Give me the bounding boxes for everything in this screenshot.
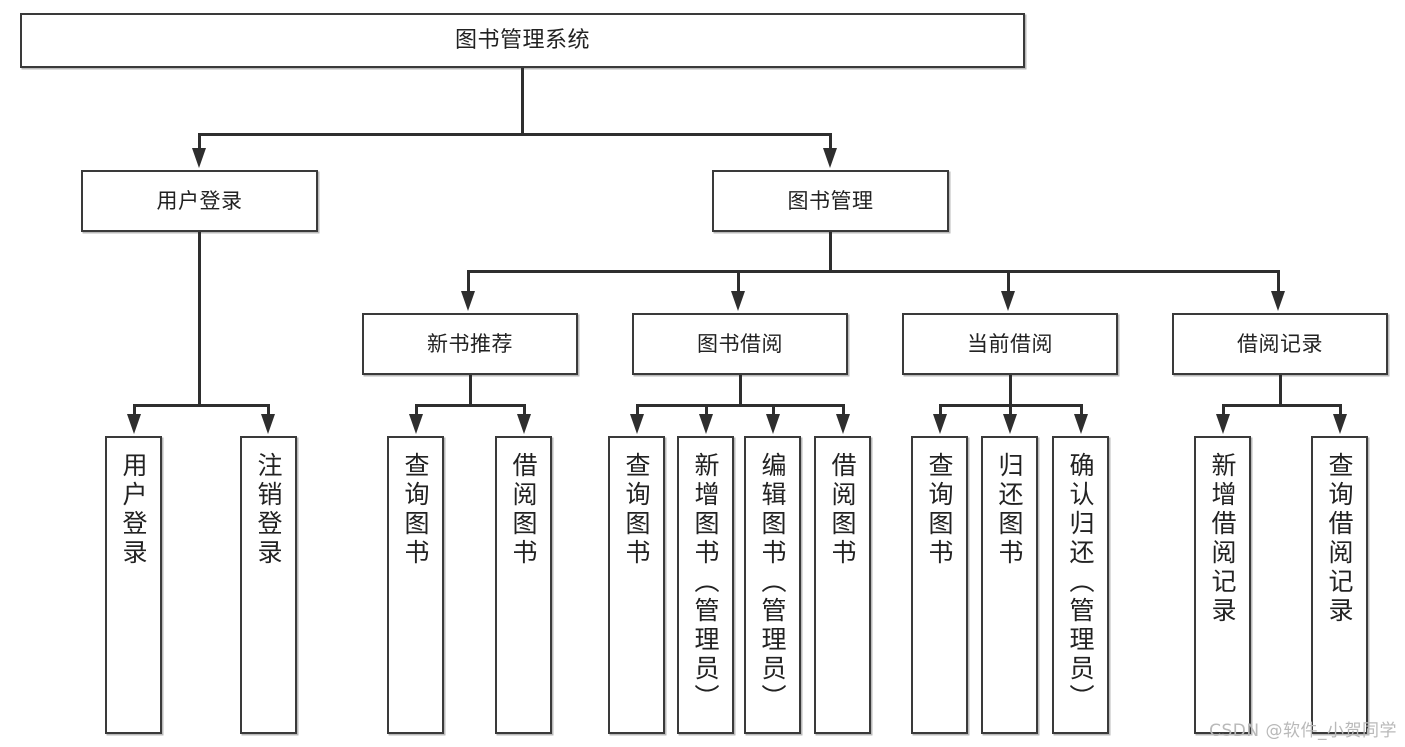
connector-bookmgmt-bus xyxy=(467,270,1280,273)
arrowhead-current-borrow xyxy=(1001,291,1015,311)
arrowhead-leaf-logout xyxy=(261,414,275,434)
node-label: 借阅图书 xyxy=(828,452,857,568)
connector-bookborrow-drop-4 xyxy=(842,404,845,416)
arrowhead-leaf-borrow-book-1 xyxy=(517,414,531,434)
node-book-borrow[interactable]: 图书借阅 xyxy=(632,313,848,375)
arrowhead-leaf-query-book-2 xyxy=(630,414,644,434)
connector-borrowrecord-drop-1 xyxy=(1222,404,1225,416)
arrowhead-leaf-borrow-book-2 xyxy=(836,414,850,434)
leaf-borrow-book[interactable]: 借阅图书 xyxy=(814,436,871,734)
node-label: 图书借阅 xyxy=(697,331,783,356)
leaf-add-borrow-record[interactable]: 新增借阅记录 xyxy=(1194,436,1251,734)
connector-root-drop-left xyxy=(198,133,201,150)
connector-bookborrow-drop-3 xyxy=(772,404,775,416)
node-user-login[interactable]: 用户登录 xyxy=(81,170,318,232)
watermark-text: CSDN @软件_小贺同学 xyxy=(1209,721,1397,741)
connector-userlogin-drop-2 xyxy=(267,404,270,416)
connector-bookmgmt-drop-2 xyxy=(737,270,740,292)
node-label: 查询借阅记录 xyxy=(1325,452,1354,626)
connector-borrowrecord-stem xyxy=(1279,375,1282,406)
leaf-add-book-admin[interactable]: 新增图书（管理员） xyxy=(677,436,734,734)
leaf-borrow-book-recommend[interactable]: 借阅图书 xyxy=(495,436,552,734)
arrowhead-new-book xyxy=(461,291,475,311)
node-label: 注销登录 xyxy=(254,452,283,568)
node-label: 查询图书 xyxy=(401,452,430,568)
arrowhead-leaf-return-book xyxy=(1003,414,1017,434)
node-label: 新增借阅记录 xyxy=(1208,452,1237,626)
arrowhead-leaf-add-book xyxy=(699,414,713,434)
leaf-user-login[interactable]: 用户登录 xyxy=(105,436,162,734)
connector-currentborrow-drop-3 xyxy=(1080,404,1083,416)
connector-bookmgmt-drop-1 xyxy=(467,270,470,292)
node-label: 编辑图书（管理员） xyxy=(758,452,787,713)
node-label: 新增图书（管理员） xyxy=(691,452,720,713)
connector-bookborrow-drop-1 xyxy=(636,404,639,416)
node-borrow-record[interactable]: 借阅记录 xyxy=(1172,313,1388,375)
node-label: 图书管理 xyxy=(787,188,874,213)
connector-userlogin-stem xyxy=(198,232,201,406)
connector-newbook-bus xyxy=(415,404,523,407)
leaf-edit-book-admin[interactable]: 编辑图书（管理员） xyxy=(744,436,801,734)
connector-borrowrecord-bus xyxy=(1222,404,1339,407)
leaf-query-borrow-record[interactable]: 查询借阅记录 xyxy=(1311,436,1368,734)
node-label: 新书推荐 xyxy=(427,331,513,356)
arrowhead-leaf-user-login xyxy=(127,414,141,434)
node-new-book-recommend[interactable]: 新书推荐 xyxy=(362,313,578,375)
connector-currentborrow-stem xyxy=(1009,375,1012,406)
connector-currentborrow-drop-1 xyxy=(939,404,942,416)
connector-borrowrecord-drop-2 xyxy=(1339,404,1342,416)
node-label: 当前借阅 xyxy=(967,331,1053,356)
node-label: 确认归还（管理员） xyxy=(1066,452,1095,713)
node-label: 借阅图书 xyxy=(509,452,538,568)
connector-userlogin-bus xyxy=(133,404,267,407)
leaf-logout[interactable]: 注销登录 xyxy=(240,436,297,734)
connector-newbook-drop-2 xyxy=(523,404,526,416)
node-label: 借阅记录 xyxy=(1237,331,1323,356)
arrowhead-borrow-record xyxy=(1271,291,1285,311)
node-current-borrow[interactable]: 当前借阅 xyxy=(902,313,1118,375)
arrowhead-leaf-query-record xyxy=(1333,414,1347,434)
connector-root-bus xyxy=(198,133,831,136)
arrowhead-user-login xyxy=(192,148,206,168)
node-label: 图书管理系统 xyxy=(454,27,590,53)
node-label: 查询图书 xyxy=(622,452,651,568)
node-root-system[interactable]: 图书管理系统 xyxy=(20,13,1025,68)
connector-root-drop-right xyxy=(829,133,832,150)
leaf-query-book-current[interactable]: 查询图书 xyxy=(911,436,968,734)
connector-bookborrow-drop-2 xyxy=(705,404,708,416)
arrowhead-leaf-query-book-1 xyxy=(409,414,423,434)
arrowhead-leaf-query-book-3 xyxy=(933,414,947,434)
node-label: 用户登录 xyxy=(156,188,243,213)
connector-currentborrow-drop-2 xyxy=(1009,404,1012,416)
connector-bookborrow-bus xyxy=(636,404,844,407)
connector-bookmgmt-stem xyxy=(829,232,832,272)
node-book-management[interactable]: 图书管理 xyxy=(712,170,949,232)
connector-root-stem xyxy=(521,68,524,134)
node-label: 归还图书 xyxy=(995,452,1024,568)
arrowhead-book-manage xyxy=(823,148,837,168)
connector-bookborrow-stem xyxy=(739,375,742,406)
arrowhead-book-borrow xyxy=(731,291,745,311)
connector-userlogin-drop-1 xyxy=(133,404,136,416)
arrowhead-leaf-edit-book xyxy=(766,414,780,434)
connector-newbook-drop-1 xyxy=(415,404,418,416)
leaf-query-book-borrow[interactable]: 查询图书 xyxy=(608,436,665,734)
node-label: 查询图书 xyxy=(925,452,954,568)
leaf-return-book[interactable]: 归还图书 xyxy=(981,436,1038,734)
node-label: 用户登录 xyxy=(119,452,148,568)
connector-bookmgmt-drop-4 xyxy=(1277,270,1280,292)
connector-bookmgmt-drop-3 xyxy=(1007,270,1010,292)
arrowhead-leaf-add-record xyxy=(1216,414,1230,434)
leaf-confirm-return-admin[interactable]: 确认归还（管理员） xyxy=(1052,436,1109,734)
leaf-query-book-recommend[interactable]: 查询图书 xyxy=(387,436,444,734)
connector-newbook-stem xyxy=(469,375,472,406)
arrowhead-leaf-confirm-return xyxy=(1074,414,1088,434)
